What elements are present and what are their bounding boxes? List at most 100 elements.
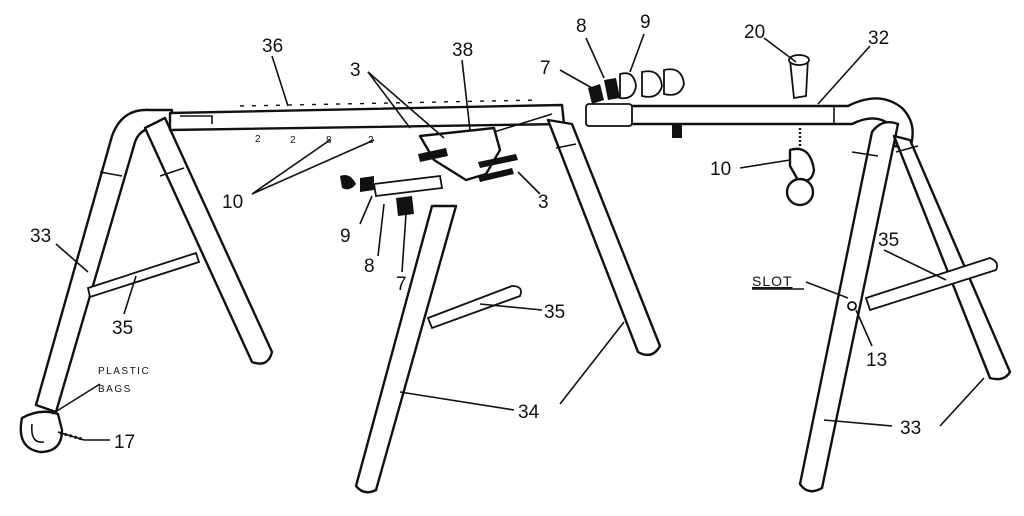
center-rear-leg: [546, 118, 662, 357]
hanger-hook-10: [788, 147, 816, 183]
left-a-frame: [19, 108, 274, 454]
leader-7-top: [559, 69, 593, 89]
top-beam-dashed-centerline: [239, 99, 541, 107]
center-bracket-bolt: [478, 168, 514, 182]
slot-bolt-13: [847, 301, 857, 311]
leader-35-left: [123, 275, 137, 315]
leader-3-top-a: [367, 71, 411, 129]
label-9-top: 9: [640, 12, 651, 33]
label-7-top: 7: [540, 58, 551, 79]
label-slot: SLOT: [752, 273, 793, 289]
leader-7-left: [401, 213, 407, 273]
right-rear-leg-tube: [892, 134, 1012, 381]
leader-10-left-a: [251, 139, 331, 195]
label-32: 32: [868, 28, 889, 49]
hardware-washer-8-top: [604, 78, 620, 100]
part-labels: 36 38 3 3 10 10 9 8 7 7 8 9 20 32 33 35 …: [30, 12, 921, 453]
leader-8-left: [377, 203, 385, 257]
top-right-hardware: [588, 68, 685, 138]
center-bracket-assembly: [340, 126, 518, 216]
leader-3-right: [517, 171, 541, 195]
left-brace-tube: [86, 251, 201, 299]
leader-33-right-b: [939, 377, 985, 427]
left-rear-joint-line: [159, 167, 185, 177]
center-front-leg-34: [354, 204, 458, 494]
top-beam: 2 2 8 2: [168, 97, 914, 150]
swing-hanger: [785, 54, 816, 207]
label-8-left: 8: [364, 256, 375, 277]
right-front-joint-line: [851, 151, 879, 157]
leader-lines: [51, 33, 985, 441]
right-brace-35: [864, 257, 999, 312]
leader-33-right-a: [823, 419, 893, 427]
center-rear-joint-line: [555, 143, 577, 149]
leader-3-top-b: [367, 71, 445, 139]
leader-8-top: [585, 37, 605, 79]
label-7-left: 7: [396, 274, 407, 295]
label-8-top: 8: [576, 16, 587, 37]
leader-32: [817, 45, 871, 105]
leader-34-rear: [559, 321, 625, 405]
top-beam-left-tube-36: [168, 103, 566, 132]
leader-slot: [805, 281, 849, 299]
label-36: 36: [262, 36, 283, 57]
leader-10-left-b: [251, 139, 375, 195]
beam-coupling: [585, 103, 633, 127]
leader-38: [461, 59, 471, 131]
leader-34-front: [399, 391, 515, 411]
hanger-ring-10: [785, 177, 815, 207]
center-legs: [354, 118, 662, 494]
label-34: 34: [518, 402, 540, 423]
leader-20: [763, 37, 797, 63]
left-leg-joint-line: [99, 171, 123, 177]
beam-bolt-mark-4: 2: [368, 135, 375, 146]
hardware-spacer: [372, 175, 444, 197]
label-plastic: PLASTIC: [98, 366, 150, 377]
leader-9-left: [359, 195, 373, 225]
center-bracket-bolt-2: [478, 154, 518, 168]
beam-bolt-mark-1: 2: [255, 134, 262, 145]
leader-35-right: [883, 249, 947, 281]
leader-33-left: [55, 243, 89, 273]
hardware-nut-9-top-3: [663, 68, 685, 96]
leader-9-top: [629, 33, 645, 73]
leader-plastic-bags: [51, 383, 101, 415]
label-10-right: 10: [710, 159, 731, 180]
leader-13: [855, 309, 873, 347]
screw-17-thread: [59, 431, 83, 441]
hanger-bolt-head-20: [788, 54, 810, 66]
label-35-left: 35: [112, 318, 133, 339]
hardware-bolt-7-top: [588, 84, 604, 104]
plastic-bag-cap-inner: [30, 423, 45, 443]
label-33-right: 33: [900, 418, 921, 439]
top-beam-right-tube-32: [586, 97, 914, 150]
label-35-right: 35: [878, 230, 899, 251]
hardware-nut-9-top-2: [641, 70, 663, 98]
label-3-right: 3: [538, 192, 549, 213]
beam-bolt-mark-2: 2: [290, 135, 297, 146]
hardware-bolt-7: [396, 196, 414, 216]
beam-lower-bolt: [672, 124, 682, 138]
leader-36: [271, 55, 289, 107]
center-brace-35: [426, 285, 522, 330]
hardware-nut-9: [340, 175, 356, 190]
top-beam-left-end-cap: [180, 115, 213, 124]
label-10-left: 10: [222, 192, 243, 213]
leader-38-b: [493, 113, 553, 133]
label-33-left: 33: [30, 226, 51, 247]
hardware-nut-9-top: [619, 72, 637, 100]
label-bags: BAGS: [98, 384, 132, 395]
label-35-middle: 35: [544, 302, 565, 323]
leader-10-right: [739, 159, 791, 169]
right-a-frame: [798, 121, 1012, 493]
hardware-washer-8: [360, 176, 374, 192]
label-3-top: 3: [350, 60, 361, 81]
left-rear-leg-tube: [143, 116, 274, 365]
plastic-bag-cap: [19, 410, 64, 454]
label-17: 17: [114, 432, 135, 453]
right-rear-joint-line: [895, 145, 919, 153]
label-20: 20: [744, 22, 765, 43]
leader-35-middle: [479, 303, 543, 311]
center-bracket-hardware: [418, 148, 448, 162]
